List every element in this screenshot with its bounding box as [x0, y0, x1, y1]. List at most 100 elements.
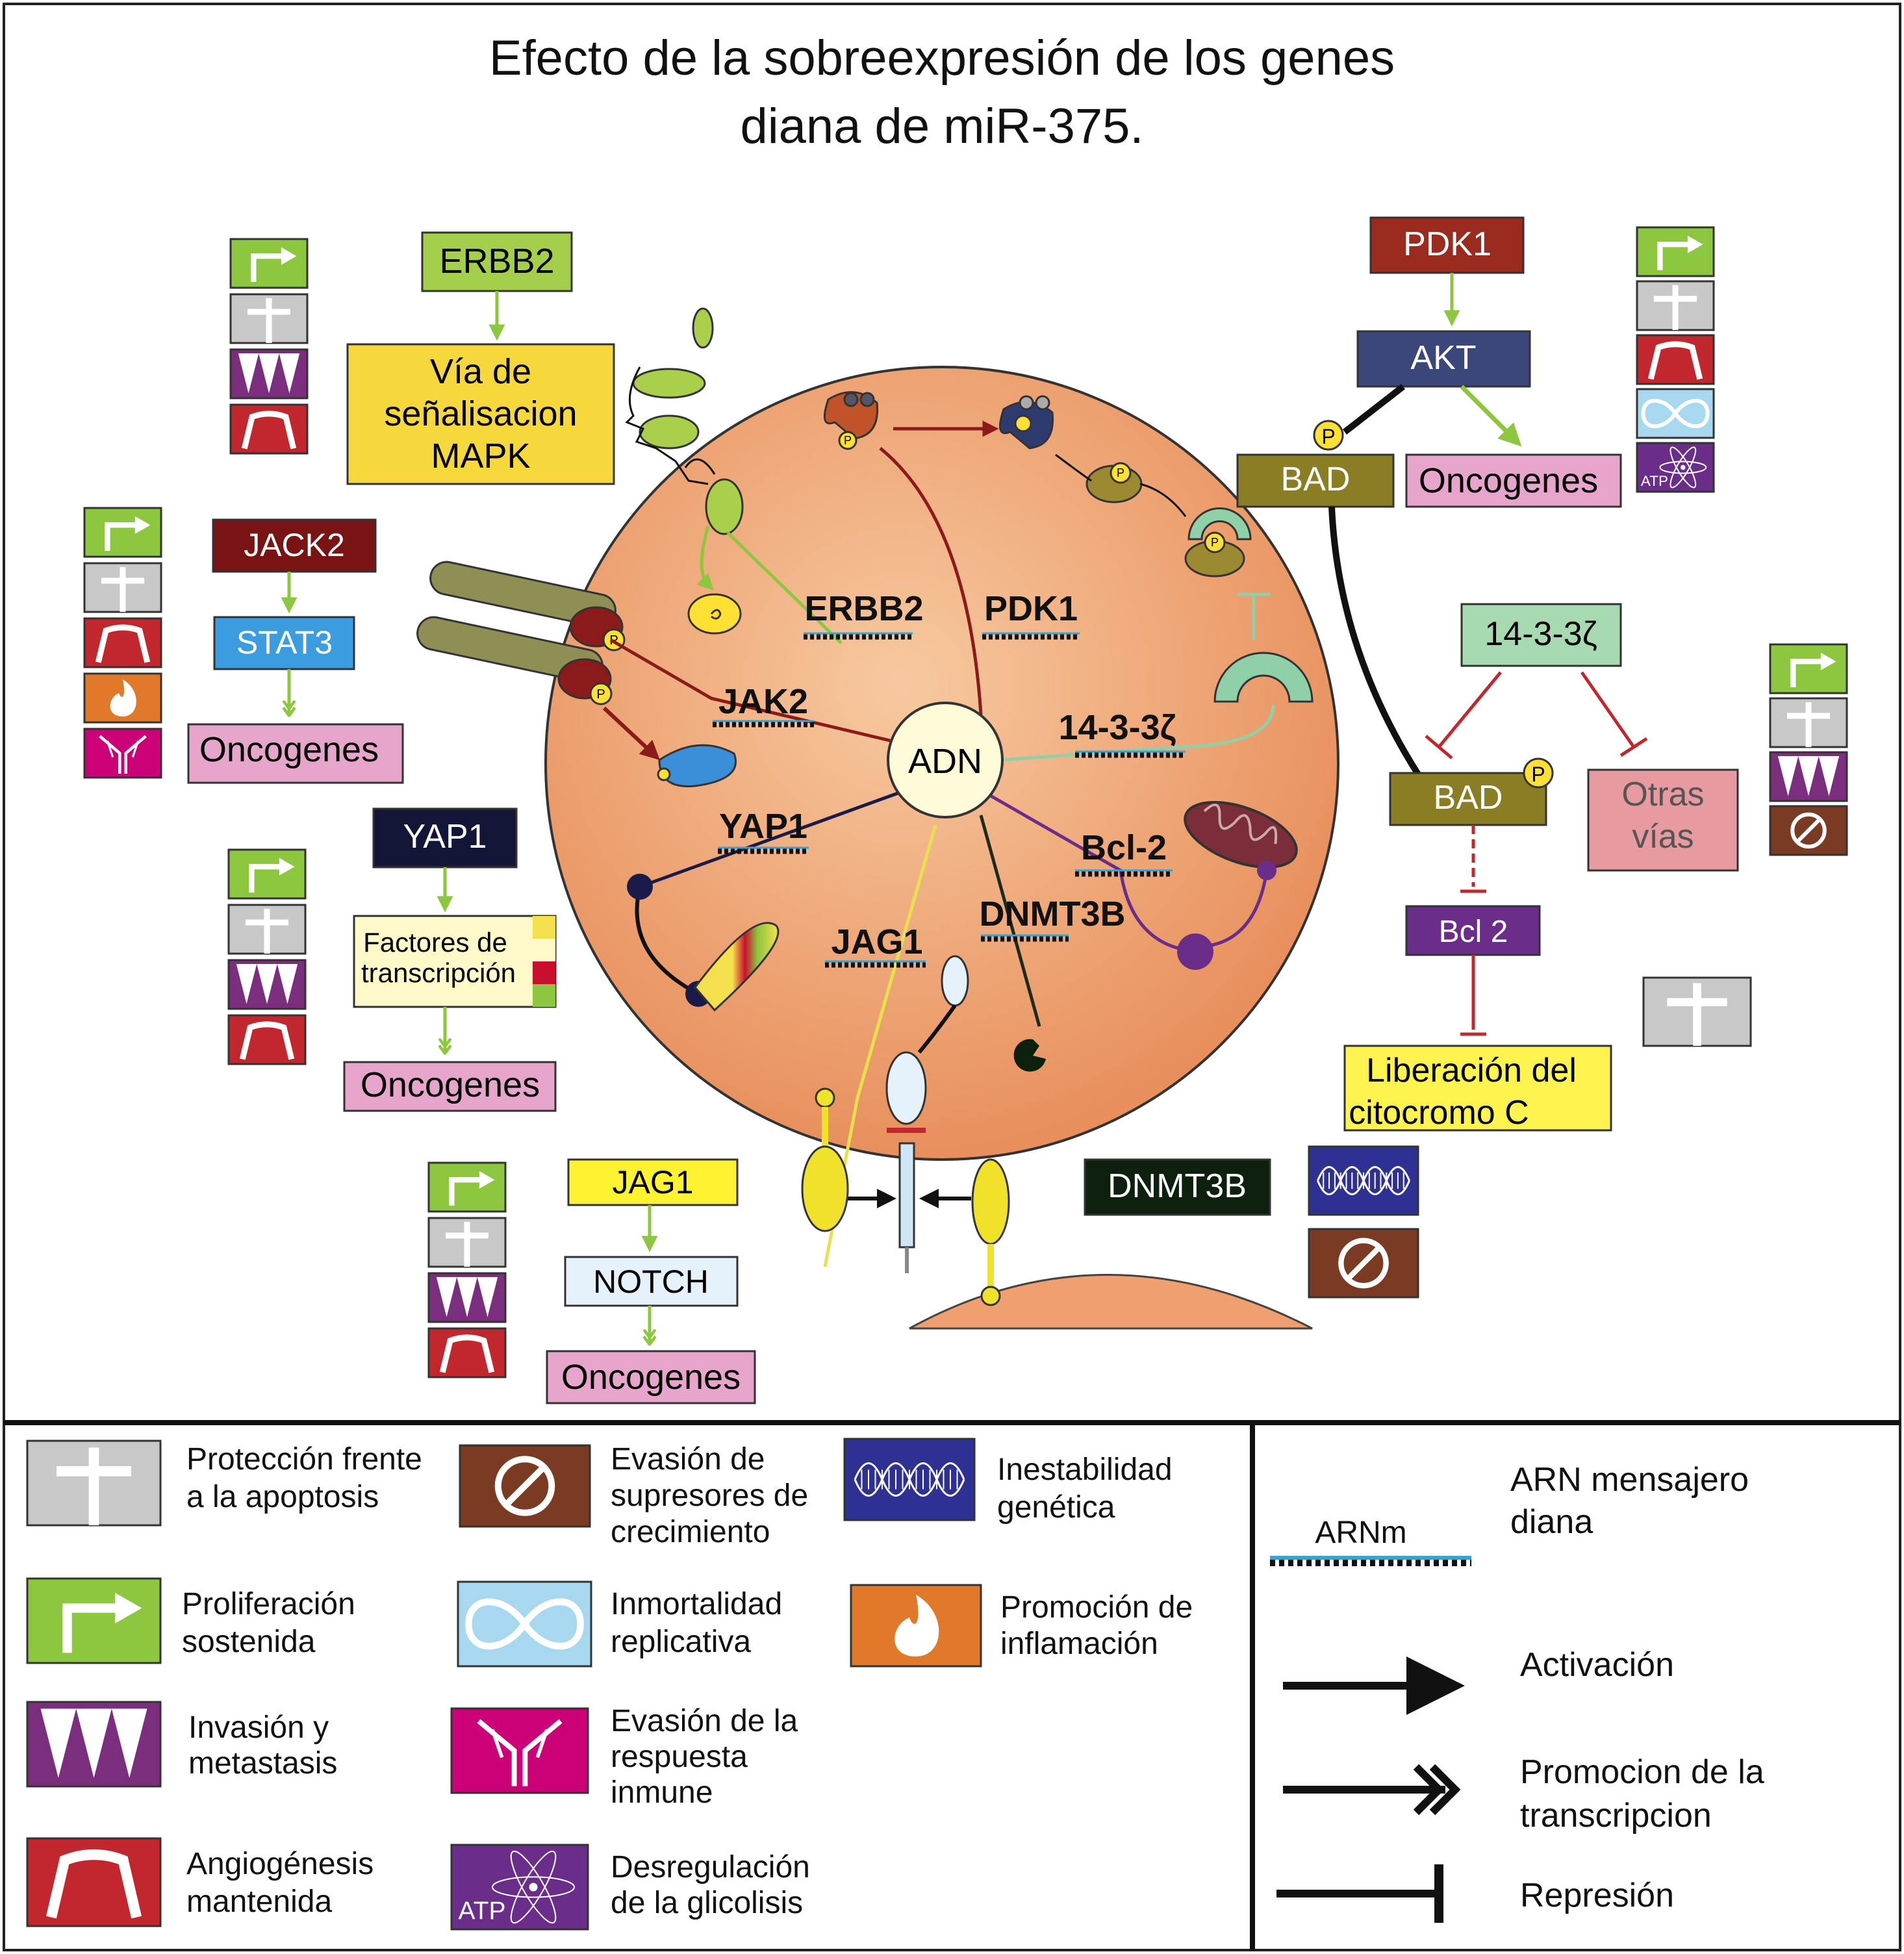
- legend-genetic-line-2: genética: [997, 1490, 1115, 1525]
- erbb2-link: [726, 531, 843, 644]
- title-line-2: diana de miR-375.: [740, 99, 1143, 154]
- pdk1-link: [879, 447, 983, 715]
- akt-bad-link: [1342, 384, 1406, 435]
- legend-immortality-line-2: replicativa: [611, 1625, 751, 1659]
- proliferation-icon: [26, 1577, 162, 1664]
- box-dnmt3b: [1084, 1158, 1271, 1216]
- legend-immune-line-3: inmune: [611, 1775, 713, 1810]
- phospho-label-3: P: [1211, 536, 1219, 549]
- box-yap1-label: YAP1: [403, 818, 487, 856]
- mitochondria: [1177, 800, 1298, 970]
- box-mapk-line-1: Vía de: [430, 352, 531, 391]
- no-entry-icon: [459, 1444, 591, 1528]
- atom-icon: ATP: [1636, 442, 1715, 493]
- box-erbb2-label: ERBB2: [439, 242, 554, 281]
- invasion-icon: [227, 959, 307, 1010]
- legend-angiogenesis-line-2: mantenida: [186, 1884, 332, 1919]
- box-oncogenes-notch-label: Oncogenes: [561, 1358, 741, 1397]
- repression-line: [1425, 735, 1453, 759]
- bad-link: [1328, 506, 1423, 778]
- box-akt: [1356, 330, 1531, 388]
- box-cytochrome: [1343, 1045, 1612, 1132]
- box-pdk1-label: PDK1: [1403, 225, 1491, 263]
- box-bad-mid-label: BAD: [1434, 779, 1503, 817]
- legend-proliferation-line-2: sostenida: [182, 1625, 316, 1659]
- box-oncogenes-akt-label: Oncogenes: [1419, 461, 1598, 500]
- proliferation-icon: [427, 1161, 507, 1213]
- invasion-icon: [26, 1701, 162, 1788]
- neighbor-cell: [909, 1274, 1313, 1330]
- title-line-1: Efecto de la sobreexpresión de los genes: [489, 31, 1395, 86]
- mrna-yap1: YAP1: [719, 807, 807, 846]
- box-mapk: [346, 343, 615, 485]
- box-transcription-factors: [353, 915, 557, 1008]
- box-f1433-label: 14-3-3ζ: [1484, 615, 1597, 653]
- dna-icon: [1308, 1145, 1419, 1216]
- tf-color-bar: [533, 961, 555, 984]
- legend-immune-line-1: Evasión de la: [611, 1704, 798, 1738]
- box-oncogenes-yap1-label: Oncogenes: [361, 1065, 540, 1104]
- legend-activation-label: Activación: [1520, 1646, 1674, 1684]
- cross-icon: [427, 1217, 507, 1268]
- phospho-label-2: P: [1117, 466, 1124, 479]
- no-entry-icon: [1308, 1228, 1419, 1299]
- legend-invasion-line-2: metastasis: [188, 1746, 337, 1781]
- box-mapk-line-3: MAPK: [431, 437, 530, 476]
- jak2-receptor: [416, 561, 737, 787]
- box-tf-line-1: Factores de: [363, 927, 507, 958]
- box-erbb2: [421, 231, 573, 292]
- legend-inflammation-line-1: Promoción de: [1000, 1590, 1193, 1625]
- cross-icon: [1636, 280, 1715, 331]
- box-otras-line-2: vías: [1632, 818, 1694, 856]
- cross-icon: [1769, 697, 1848, 748]
- box-notch: [564, 1256, 739, 1307]
- angiogenesis-icon: [229, 403, 309, 455]
- box-pdk1: [1369, 216, 1525, 274]
- box-stat3: [213, 616, 355, 670]
- phospho-badge-label: P: [1321, 425, 1335, 448]
- box-notch-label: NOTCH: [593, 1263, 709, 1300]
- tf-color-bar: [533, 916, 555, 939]
- svg-text:ATP: ATP: [1641, 473, 1668, 489]
- dnmt3b-enzyme: [1013, 1039, 1046, 1072]
- legend-suppressors-line-2: supresores de: [611, 1478, 808, 1513]
- proliferation-icon: [1769, 643, 1848, 694]
- invasion-icon: [229, 348, 309, 400]
- angiogenesis-icon: [227, 1014, 307, 1065]
- repression-line: [1580, 671, 1636, 748]
- proliferation-icon: [229, 238, 309, 289]
- mrna-jak2: JAK2: [718, 682, 808, 721]
- antibody-icon: [450, 1707, 589, 1794]
- box-oncogenes-notch: [546, 1350, 756, 1404]
- cross-icon: [227, 904, 307, 955]
- proliferation-icon: [227, 848, 307, 900]
- cross-icon: [229, 293, 309, 344]
- box-jag1-label: JAG1: [612, 1164, 693, 1200]
- mrna-pdk1: PDK1: [984, 589, 1078, 628]
- tf-color-bar: [533, 939, 555, 961]
- phospho-label-5: P: [596, 687, 605, 702]
- legend-apoptosis-line-1: Protección frente: [186, 1442, 422, 1477]
- angiogenesis-icon: [1636, 334, 1715, 385]
- legend-immune-line-2: respuesta: [611, 1740, 748, 1774]
- angiogenesis-icon: [26, 1837, 162, 1927]
- box-tf-line-2: transcripción: [361, 958, 516, 988]
- box-otras-vias: [1587, 768, 1739, 872]
- legend-inflammation-line-2: inflamación: [1000, 1627, 1158, 1661]
- mrna-erbb2: ERBB2: [804, 589, 923, 628]
- box-yap1: [372, 807, 518, 869]
- nucleus-label: ADN: [908, 742, 982, 781]
- invasion-icon: [427, 1272, 507, 1323]
- box-bad-mid: [1389, 772, 1547, 826]
- jak2-link: [609, 638, 891, 742]
- legend-suppressors-line-1: Evasión de: [611, 1442, 765, 1477]
- box-dnmt3b-label: DNMT3B: [1108, 1167, 1247, 1205]
- box-jag1: [567, 1158, 739, 1206]
- box-cytochrome-line-2: citocromo C: [1349, 1094, 1529, 1132]
- box-oncogenes-stat3-label: Oncogenes: [199, 730, 379, 769]
- mrna-jag1: JAG1: [831, 922, 922, 961]
- cross-icon: [1642, 976, 1752, 1047]
- legend-transcription-line-2: transcripcion: [1520, 1797, 1712, 1834]
- box-oncogenes-yap1: [343, 1061, 557, 1112]
- box-oncogenes-stat3: [187, 723, 404, 784]
